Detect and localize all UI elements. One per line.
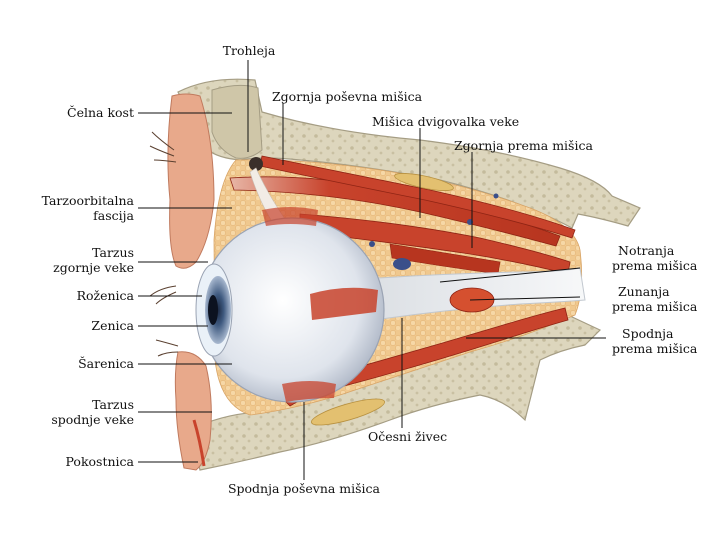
- label-lower-tarsus-1: Tarzus: [92, 397, 134, 412]
- label-trochlea: Trohleja: [222, 43, 276, 58]
- label-cornea: Roženica: [76, 288, 134, 303]
- label-medial-rectus-1: Notranja: [618, 243, 675, 258]
- orbit-roof-bone: [177, 78, 641, 229]
- label-inferior-rectus-2: prema mišica: [612, 341, 698, 356]
- label-tarsoorbital-1: Tarzoorbitalna: [41, 193, 134, 208]
- label-levator: Mišica dvigovalka veke: [372, 114, 520, 129]
- label-iris: Šarenica: [78, 356, 134, 371]
- label-medial-rectus-2: prema mišica: [612, 258, 698, 273]
- label-optic-nerve: Očesni živec: [368, 429, 448, 444]
- label-inferior-oblique: Spodnja poševna mišica: [227, 481, 381, 496]
- inferior-insertion: [282, 381, 336, 402]
- label-tarsoorbital-2: fascija: [93, 208, 134, 223]
- superior-oblique-muscle: [259, 155, 576, 239]
- sinus-lower: [311, 398, 385, 426]
- label-frontal-bone: Čelna kost: [67, 105, 134, 120]
- label-pupil: Zenica: [91, 318, 134, 333]
- label-lateral-rectus-1: Zunanja: [618, 284, 670, 299]
- label-upper-tarsus-1: Tarzus: [92, 245, 134, 260]
- label-periosteum: Pokostnica: [65, 454, 134, 469]
- periosteum: [192, 419, 206, 467]
- eyelashes: [149, 131, 179, 357]
- sinus-upper: [394, 173, 454, 191]
- label-inferior-rectus-1: Spodnja: [622, 326, 674, 341]
- frontal-sinus: [211, 84, 263, 159]
- superior-insertion: [262, 207, 318, 226]
- label-upper-tarsus-2: zgornje veke: [53, 260, 134, 275]
- lower-eyelid: [174, 351, 212, 471]
- pupil: [208, 295, 218, 325]
- rectus-insertion: [310, 287, 378, 320]
- label-superior-rectus: Zgornja prema mišica: [454, 138, 593, 153]
- leader-lines: [138, 60, 606, 480]
- label-lateral-rectus-2: prema mišica: [612, 299, 698, 314]
- label-lower-tarsus-2: spodnje veke: [51, 412, 134, 427]
- label-superior-oblique: Zgornja poševna mišica: [272, 89, 423, 104]
- trochlea: [249, 157, 263, 171]
- inferior-rectus-muscle: [339, 307, 569, 387]
